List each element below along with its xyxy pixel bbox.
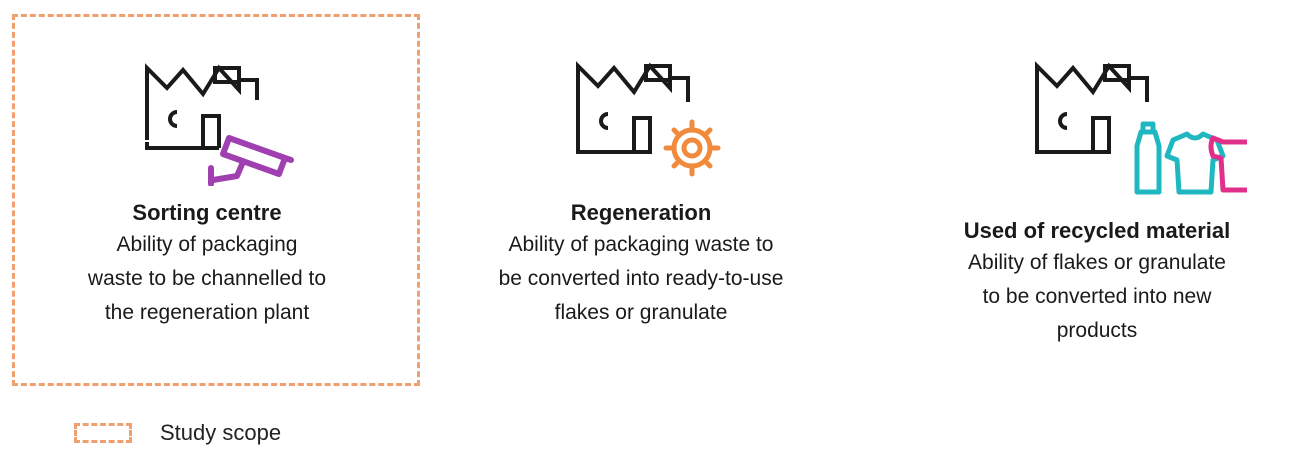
stage-sorting-centre: Sorting centre Ability of packaging wast… [42,58,372,330]
stage-recycled-material: Used of recycled material Ability of fla… [912,56,1282,348]
factory-icon [576,61,690,154]
bottle-icon [1134,121,1162,195]
regeneration-illustration [576,61,721,177]
recycled-material-illustration [1035,61,1247,195]
tshirt-icon [1164,131,1226,195]
stage-description: Ability of flakes or granulate to be con… [968,251,1226,342]
stage-title: Used of recycled material [963,218,1231,243]
factory-icon [145,63,259,150]
stage-regeneration: Regeneration Ability of packaging waste … [458,56,824,330]
factory-icon [1035,61,1149,154]
legend-label: Study scope [160,420,282,445]
study-scope-box [12,14,420,386]
legend: Study scope [74,418,281,448]
watering-can-icon [1208,135,1247,193]
dashed-box-swatch-icon [74,423,132,443]
sorting-centre-illustration [145,63,294,186]
gear-icon [663,119,721,177]
stage-title: Regeneration [570,200,712,225]
stage-title: Sorting centre [132,200,282,225]
security-camera-icon [208,135,294,186]
stage-description: Ability of packaging waste to be channel… [87,233,327,324]
stage-description: Ability of packaging waste to be convert… [498,233,784,324]
